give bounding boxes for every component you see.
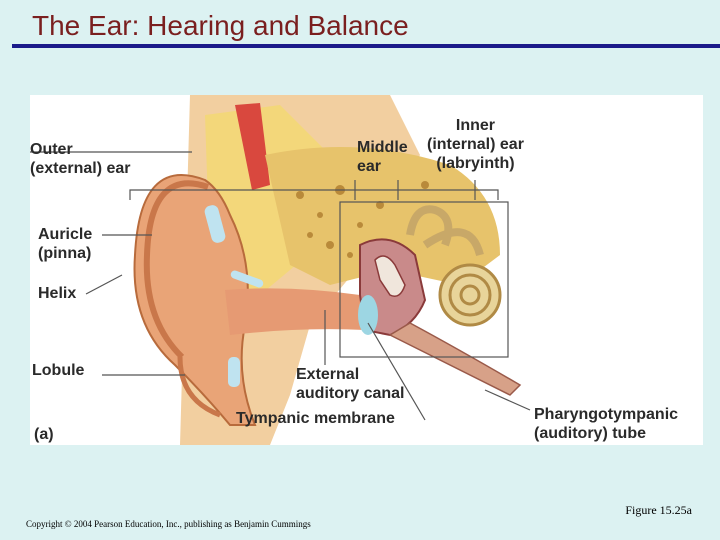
figure-number: Figure 15.25a <box>625 503 692 517</box>
temporal-bone <box>265 147 500 285</box>
tympanic-membrane-shape <box>358 295 378 335</box>
region-brackets <box>30 151 499 200</box>
leader-lines <box>85 234 531 421</box>
semicircular-canals <box>406 205 484 257</box>
copyright-notice: Copyright © 2004 Pearson Education, Inc.… <box>26 519 311 529</box>
title-underline <box>12 44 720 48</box>
cochlea <box>438 263 502 327</box>
label-external-auditory-canal: External auditory canal <box>296 366 405 402</box>
slide-title: The Ear: Hearing and Balance <box>32 10 409 41</box>
label-helix: Helix <box>38 285 77 302</box>
ear-diagram: Outer (external) ear Middle ear Inner (i… <box>30 95 703 445</box>
canal-tube <box>225 288 365 335</box>
label-lobule: Lobule <box>32 362 85 379</box>
label-inner-ear: Inner (internal) ear (labryinth) <box>427 117 524 172</box>
panel-label: (a) <box>34 426 54 443</box>
label-pharyngotympanic-tube: Pharyngotympanic (auditory) tube <box>534 406 679 442</box>
cartilage <box>204 205 264 387</box>
helix-rim <box>143 180 209 360</box>
bone-pores <box>296 181 429 258</box>
ear-illustration <box>30 95 531 445</box>
muscle-strip <box>235 103 270 190</box>
label-outer-ear: Outer (external) ear <box>30 141 131 177</box>
lobule-shape <box>177 356 221 418</box>
label-middle-ear: Middle ear <box>357 139 408 175</box>
inner-region-box <box>339 201 509 358</box>
label-auricle: Auricle (pinna) <box>38 226 93 262</box>
pharyngotympanic-tube <box>388 322 522 396</box>
ossicles <box>374 255 406 297</box>
label-tympanic-membrane: Tympanic membrane <box>236 410 395 427</box>
